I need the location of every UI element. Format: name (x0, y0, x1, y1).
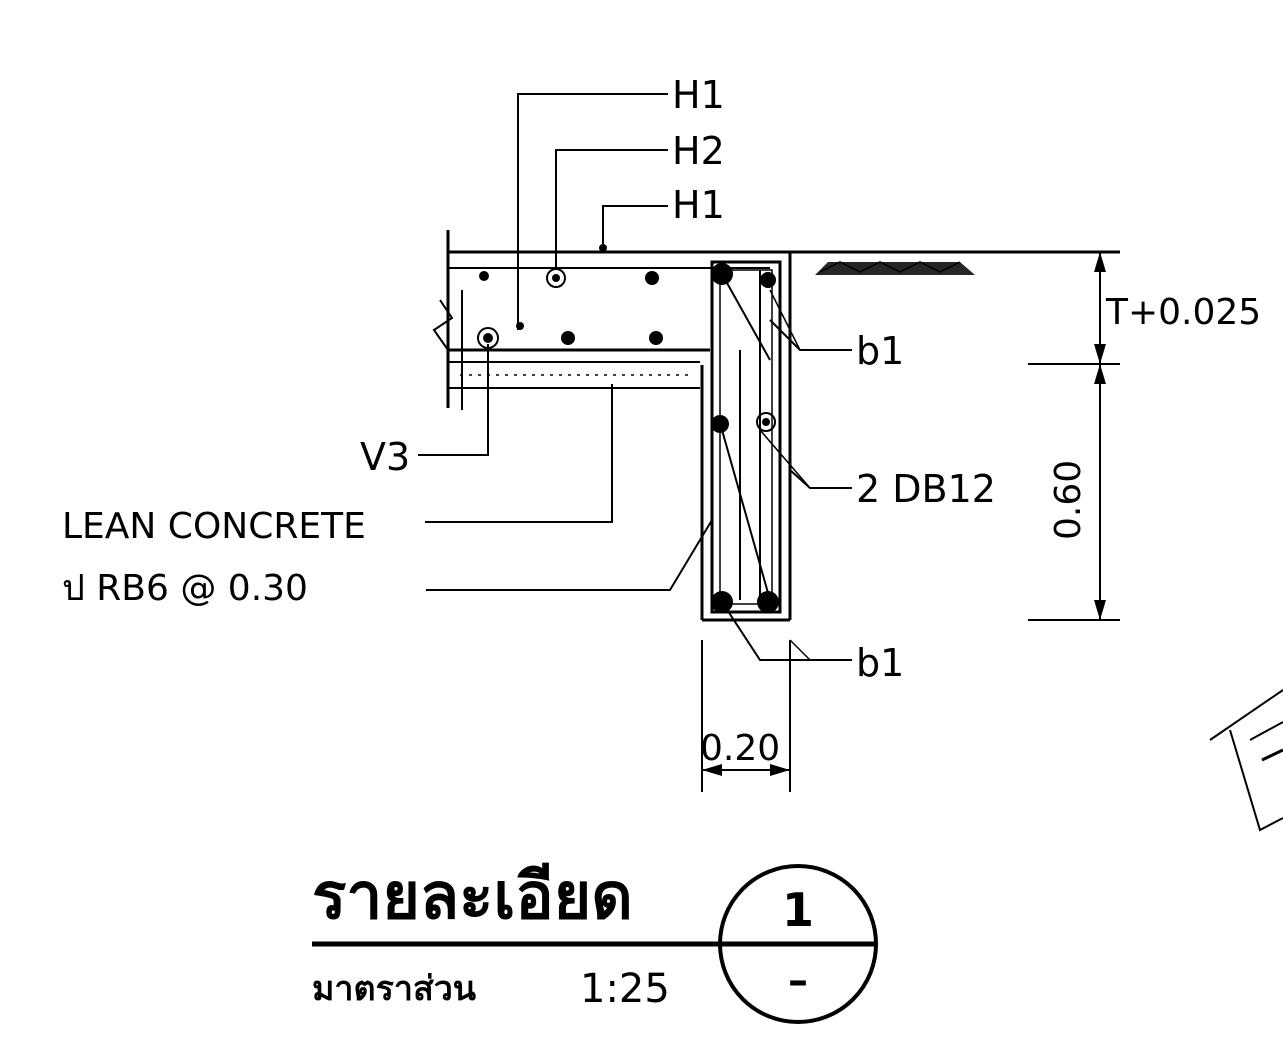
scale-value: 1:25 (580, 966, 670, 1012)
sheet-ref: – (788, 958, 808, 1004)
detail-bubble (718, 864, 878, 1024)
label-rb6: ป RB6 @ 0.30 (62, 568, 308, 609)
rebar-dots (477, 244, 779, 613)
title-block: รายละเอียด มาตราส่วน 1:25 1 – (312, 860, 878, 1024)
leader-lines (418, 93, 852, 661)
dimension-text: T+0.025 0.60 0.20 (700, 292, 1261, 769)
dim-width: 0.20 (700, 728, 780, 769)
label-b1-lower: b1 (856, 641, 904, 685)
annotation-labels: H1 H2 H1 b1 2 DB12 b1 V3 LEAN CONCRETE ป… (62, 73, 996, 685)
label-lean-concrete: LEAN CONCRETE (62, 506, 366, 547)
dimension-lines (701, 252, 1120, 792)
scale-label: มาตราส่วน (312, 969, 476, 1009)
label-h1-top: H1 (672, 73, 725, 117)
detail-title: รายละเอียด (312, 860, 633, 934)
detail-number: 1 (782, 883, 814, 937)
adjacent-detail-fragment (1209, 689, 1283, 832)
concrete-section (432, 230, 1120, 622)
label-2-db12: 2 DB12 (856, 467, 996, 511)
label-v3: V3 (360, 435, 410, 479)
label-h2: H2 (672, 129, 725, 173)
label-b1-upper: b1 (856, 329, 904, 373)
dim-top-right: T+0.025 (1105, 292, 1261, 333)
dim-height: 0.60 (1048, 460, 1089, 540)
label-h1-bottom: H1 (672, 183, 725, 227)
soil-hatch (815, 261, 975, 275)
